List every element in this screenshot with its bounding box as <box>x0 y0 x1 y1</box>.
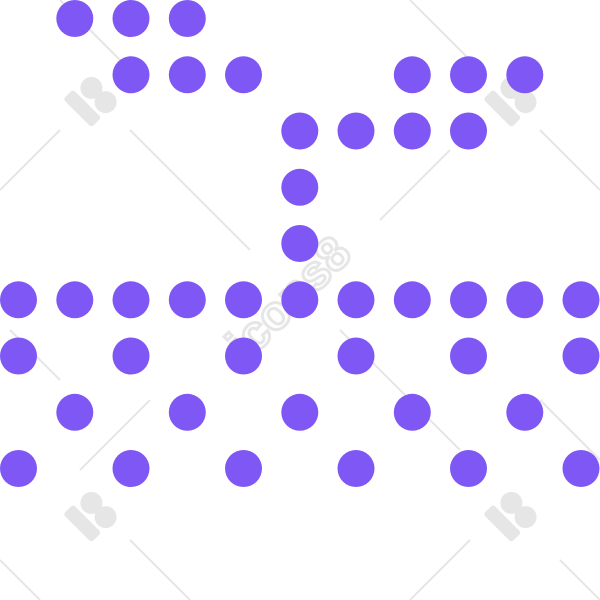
dot <box>112 281 150 319</box>
dot <box>337 337 375 375</box>
dot <box>225 337 262 375</box>
dot <box>450 281 487 319</box>
dot <box>281 281 319 319</box>
watermark-logo-bottom-left <box>64 491 117 542</box>
dot <box>281 225 319 262</box>
dot <box>337 450 375 487</box>
dot <box>112 337 150 375</box>
dot <box>337 112 375 150</box>
dot <box>450 450 487 487</box>
dot <box>225 450 262 487</box>
dot <box>56 0 94 37</box>
dot <box>225 56 262 94</box>
dots-layer <box>0 0 600 487</box>
dot <box>393 112 431 150</box>
dot <box>281 168 319 206</box>
dot <box>112 0 150 37</box>
dot <box>393 393 431 431</box>
dot <box>506 56 544 94</box>
dot <box>562 337 600 375</box>
dot <box>281 393 319 431</box>
dot <box>393 281 431 319</box>
watermark-logo-bottom-right <box>484 491 537 542</box>
dot <box>56 393 94 431</box>
dot <box>112 56 150 94</box>
dot <box>225 281 262 319</box>
dot <box>450 112 487 150</box>
dot <box>450 337 487 375</box>
dot <box>168 281 206 319</box>
dot <box>0 281 37 319</box>
dot <box>450 56 487 94</box>
dot <box>56 281 94 319</box>
dot <box>0 337 37 375</box>
dot <box>506 393 544 431</box>
dot <box>393 56 431 94</box>
dot <box>562 281 600 319</box>
dot <box>168 56 206 94</box>
dot <box>168 393 206 431</box>
watermark-logo-top-left <box>64 76 117 127</box>
dot <box>168 0 206 37</box>
dot <box>0 450 37 487</box>
dot <box>562 450 600 487</box>
dot <box>337 281 375 319</box>
dot <box>112 450 150 487</box>
dot <box>281 112 319 150</box>
dot <box>506 281 544 319</box>
